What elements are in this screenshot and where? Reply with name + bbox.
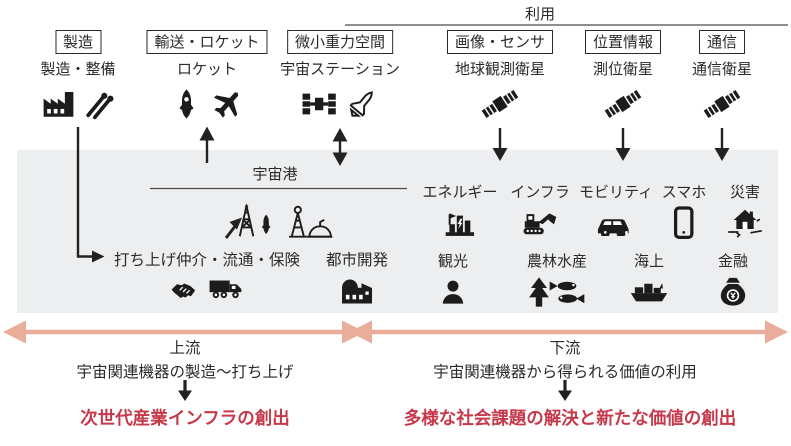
- power-plant-icon: [444, 207, 476, 239]
- spaceport-icons: [233, 192, 333, 245]
- excavator-icon: [521, 207, 559, 239]
- category-box-positioning: 位置情報: [584, 30, 662, 55]
- column-manufacturing: 製造 製造・整備: [40, 30, 116, 124]
- sector-maritime: 海上: [629, 250, 669, 310]
- satellite-icon: [702, 85, 742, 123]
- urban-development-icon-cell: [339, 268, 375, 309]
- satellite-icon: [480, 85, 520, 123]
- plane-icon: [210, 87, 244, 121]
- column-label-communication: 通信衛星: [691, 60, 753, 79]
- ship-icon: [629, 279, 669, 305]
- column-label-positioning: 測位衛星: [592, 60, 654, 79]
- person-icon: [439, 277, 467, 307]
- money-bag-icon: [718, 276, 748, 308]
- downstream-desc: 宇宙関連機器から得られる価値の利用: [433, 363, 697, 381]
- downstream-block: 下流 宇宙関連機器から得られる価値の利用: [433, 336, 697, 382]
- spaceport-city-icon: [287, 196, 333, 244]
- factory-icon: [41, 87, 75, 121]
- city-factory-icon: [339, 272, 375, 308]
- category-box-communication: 通信: [698, 30, 746, 55]
- spaceport-label: 宇宙港: [252, 165, 298, 183]
- car-icon: [596, 210, 636, 236]
- truck-icon: [209, 276, 245, 302]
- sector-agriculture: 農林水産: [526, 250, 588, 310]
- column-label-manufacturing: 製造・整備: [40, 60, 116, 79]
- upstream-block: 上流 宇宙関連機器の製造～打ち上げ: [76, 336, 293, 382]
- category-box-manufacturing: 製造: [54, 30, 102, 55]
- sector-smartphone: スマホ: [662, 181, 706, 241]
- category-box-transport: 輸送・ロケット: [146, 30, 268, 55]
- tree-fish-icon: [526, 276, 588, 308]
- launch-services-label: 打ち上げ仲介・流通・保険: [113, 251, 301, 269]
- sector-finance: 金融: [718, 250, 748, 310]
- launch-tower-icon: [233, 196, 279, 244]
- upstream-desc: 宇宙関連機器の製造～打ち上げ: [76, 363, 294, 381]
- downstream-result: 多様な社会課題の解決と新たな価値の創出: [403, 409, 737, 429]
- downstream-title: 下流: [549, 339, 581, 357]
- column-communication: 通信 通信衛星: [692, 30, 752, 124]
- sector-mobility: モビリティ: [579, 181, 653, 241]
- column-label-microgravity: 宇宙ステーション: [280, 60, 400, 79]
- tools-icon: [83, 88, 115, 120]
- column-transport: 輸送・ロケット ロケット: [146, 30, 268, 124]
- column-imaging: 画像・センサ 地球観測衛星: [446, 30, 554, 124]
- usage-section-label: 利用: [524, 5, 556, 23]
- space-station-icon: [301, 87, 337, 121]
- handshake-icon: [170, 277, 202, 301]
- sector-tourism: 観光: [438, 250, 468, 310]
- satellite-icon: [603, 85, 643, 123]
- sector-energy: エネルギー: [422, 181, 498, 241]
- upstream-result: 次世代産業インフラの創出: [80, 409, 290, 429]
- sector-infrastructure: インフラ: [510, 181, 570, 241]
- category-box-microgravity: 微小重力空間: [286, 30, 394, 55]
- category-box-imaging: 画像・センサ: [446, 30, 554, 55]
- smartphone-icon: [674, 206, 694, 240]
- column-label-transport: ロケット: [176, 60, 238, 79]
- disaster-house-icon: [727, 207, 763, 239]
- upstream-title: 上流: [169, 339, 201, 357]
- launch-services-icons: [170, 271, 245, 304]
- urban-development-label: 都市開発: [325, 251, 389, 269]
- sector-disaster: 災害: [727, 181, 763, 241]
- column-label-imaging: 地球観測衛星: [454, 60, 546, 79]
- column-positioning: 位置情報 測位衛星: [584, 30, 662, 124]
- shuttle-icon: [345, 87, 379, 121]
- rocket-icon: [170, 87, 202, 121]
- column-microgravity: 微小重力空間 宇宙ステーション: [280, 30, 400, 124]
